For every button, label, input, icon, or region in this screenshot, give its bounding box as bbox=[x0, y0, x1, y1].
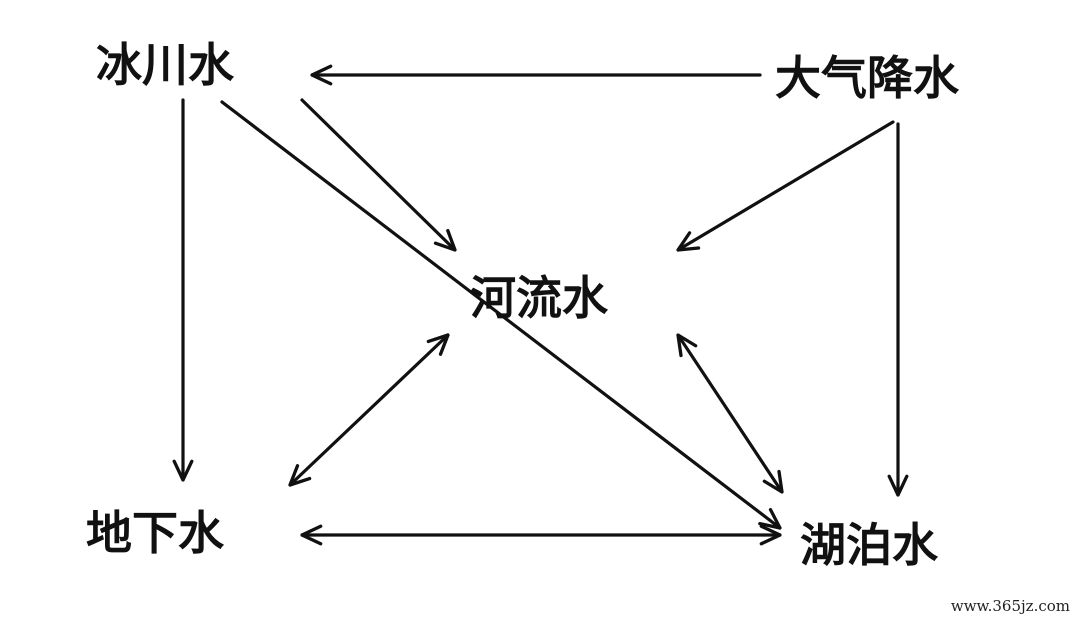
node-glacier-water: 冰川水 bbox=[96, 38, 234, 92]
edge-river-groundwater bbox=[290, 335, 448, 485]
edge-precipitation-to-river bbox=[678, 120, 895, 250]
node-atmospheric-precipitation: 大气降水 bbox=[775, 51, 959, 105]
edge-river-lake bbox=[678, 335, 782, 492]
node-groundwater: 地下水 bbox=[86, 506, 224, 560]
edge-glacier-to-river bbox=[300, 98, 455, 250]
watermark: www.365jz.com bbox=[950, 597, 1070, 615]
node-lake-water: 湖泊水 bbox=[800, 518, 938, 572]
node-river-water: 河流水 bbox=[470, 271, 608, 325]
